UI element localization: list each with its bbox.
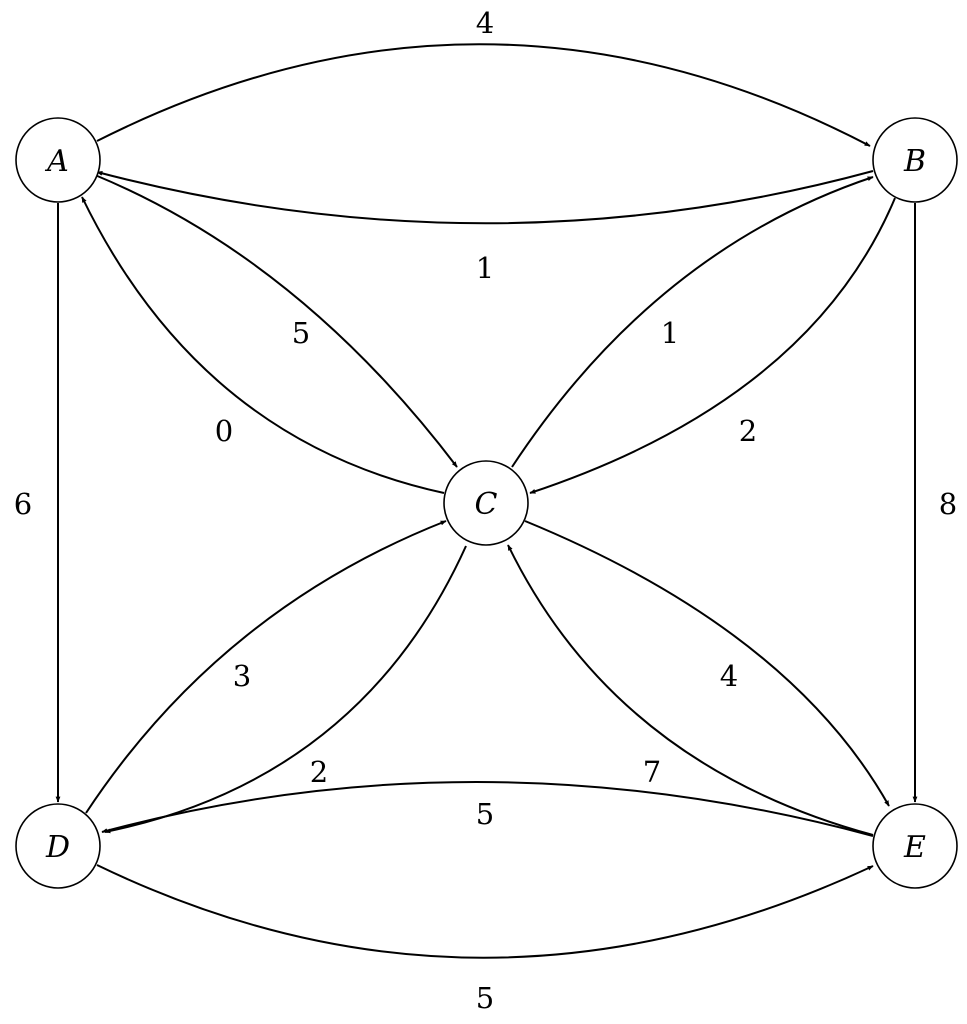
weight-a-c: 5 xyxy=(292,316,310,350)
weight-e-c: 7 xyxy=(643,755,661,789)
edge-weights: 4 1 5 0 6 1 2 8 3 2 4 7 5 5 xyxy=(14,6,957,1015)
weight-b-a: 1 xyxy=(476,251,494,285)
edge-e-d xyxy=(101,780,874,837)
node-e-label: E xyxy=(903,830,926,865)
node-b-label: B xyxy=(903,144,926,179)
edge-e-c xyxy=(507,544,874,836)
node-a: A xyxy=(15,117,101,203)
edge-b-c xyxy=(529,197,896,494)
node-b: B xyxy=(872,117,958,203)
node-e: E xyxy=(872,803,958,889)
weight-b-c: 2 xyxy=(739,414,757,448)
weight-c-b: 1 xyxy=(661,316,679,350)
node-a-label: A xyxy=(44,144,69,179)
weight-d-c: 3 xyxy=(233,659,251,693)
edge-c-a xyxy=(81,196,445,494)
weight-a-b: 4 xyxy=(476,6,494,40)
edge-b-a xyxy=(96,170,874,225)
edge-a-b xyxy=(96,43,871,147)
weight-d-e: 5 xyxy=(476,981,494,1015)
edge-d-e xyxy=(96,864,874,959)
nodes: A B C D E xyxy=(15,117,958,889)
edges xyxy=(55,43,918,959)
edge-a-c xyxy=(94,174,458,468)
node-d-label: D xyxy=(45,830,70,865)
node-c-label: C xyxy=(475,487,498,522)
weight-e-d: 5 xyxy=(476,797,494,831)
weight-c-d: 2 xyxy=(310,755,328,789)
weight-b-e: 8 xyxy=(939,487,957,521)
edge-d-c xyxy=(85,520,447,814)
edge-c-b xyxy=(511,176,874,468)
edge-c-d xyxy=(104,545,467,834)
weight-a-d: 6 xyxy=(14,487,32,521)
node-c: C xyxy=(443,460,529,546)
weight-c-e: 4 xyxy=(720,659,738,693)
node-d: D xyxy=(15,803,101,889)
weight-c-a: 0 xyxy=(215,414,233,448)
edge-c-e xyxy=(524,520,890,807)
